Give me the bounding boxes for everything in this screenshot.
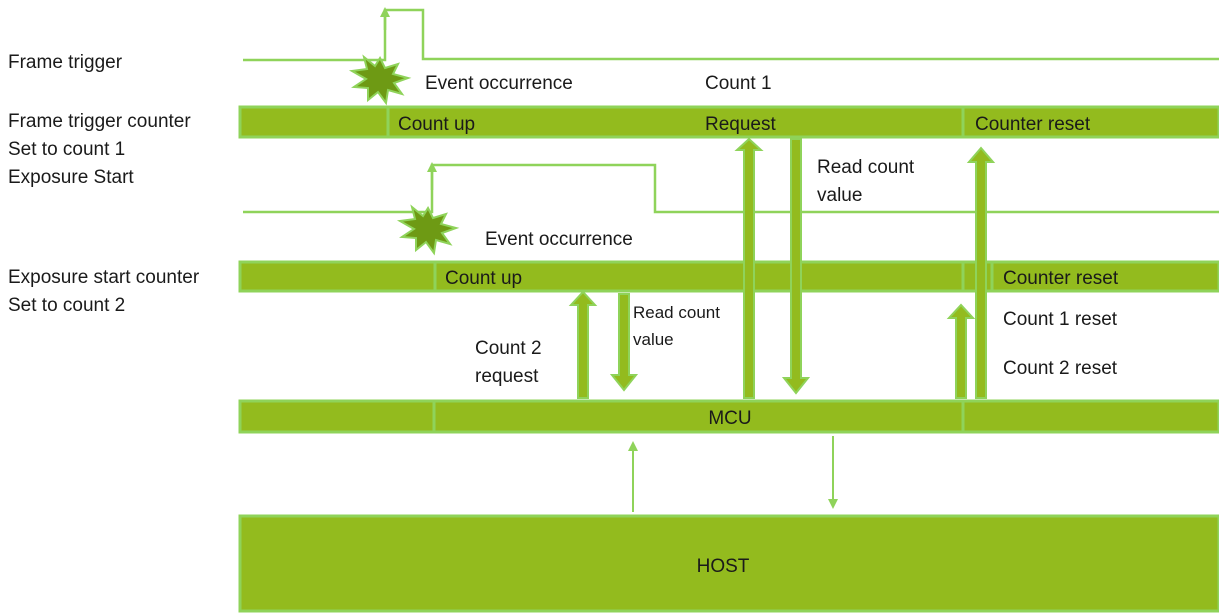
event-starburst-2 [396, 204, 460, 256]
event-starburst-1 [348, 54, 412, 106]
frame-counter-reset-label: Counter reset [975, 114, 1091, 135]
set-to-count-1-label: Set to count 1 [8, 139, 125, 160]
exposure-read-count-line2: value [633, 330, 674, 349]
count2-request-line1: Count 2 [475, 338, 542, 359]
count2-reset-label: Count 2 reset [1003, 358, 1118, 379]
exposure-count-up-label: Count up [445, 268, 522, 289]
set-to-count-2-label: Set to count 2 [8, 295, 125, 316]
count-1-label: Count 1 [705, 73, 772, 94]
frame-trigger-counter-bar [238, 105, 1219, 139]
mcu-bar [238, 399, 1219, 434]
exposure-start-label: Exposure Start [8, 167, 134, 188]
count1-reset-label: Count 1 reset [1003, 309, 1118, 330]
frame-read-count-line1: Read count [817, 157, 915, 178]
exposure-start-signal [243, 163, 1219, 214]
frame-trigger-label: Frame trigger [8, 52, 123, 73]
host-label: HOST [697, 556, 750, 577]
frame-count-up-label: Count up [398, 114, 475, 135]
frame-trigger-signal [243, 8, 1219, 62]
exposure-read-count-line1: Read count [633, 303, 720, 322]
frame-event-label: Event occurrence [425, 73, 573, 94]
host-box [238, 514, 1219, 613]
count2-request-up-arrow [568, 290, 598, 399]
frame-read-count-down-arrow [781, 138, 811, 395]
request-up-arrow [734, 137, 764, 399]
frame-trigger-counter-label: Frame trigger counter [8, 111, 191, 132]
count2-reset-up-arrow [946, 303, 976, 399]
exposure-start-counter-label: Exposure start counter [8, 267, 200, 288]
exposure-event-label: Event occurrence [485, 229, 633, 250]
count1-reset-up-arrow [966, 146, 996, 399]
exposure-counter-reset-label: Counter reset [1003, 268, 1119, 289]
frame-read-count-line2: value [817, 185, 862, 206]
exposure-read-count-down-arrow [609, 293, 639, 392]
mcu-label: MCU [708, 408, 751, 429]
exposure-start-counter-bar [238, 260, 1219, 293]
count2-request-line2: request [475, 366, 539, 387]
frame-request-label: Request [705, 114, 776, 135]
